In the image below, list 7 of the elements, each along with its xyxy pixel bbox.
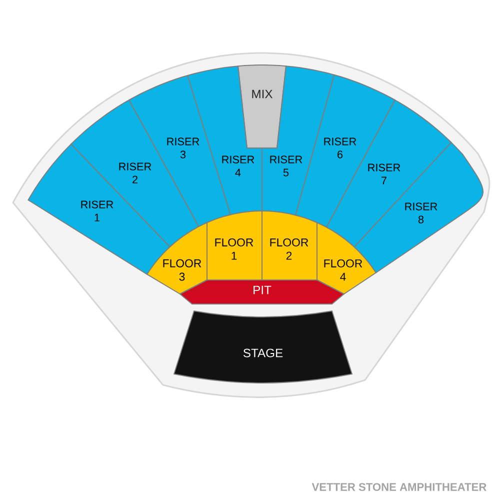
seating-section: FLOOR 2 [262, 210, 318, 280]
seating-section: FLOOR 4 [316, 222, 376, 294]
seating-section: FLOOR 3 [146, 222, 208, 294]
stage: STAGE [174, 310, 352, 384]
seating-section: FLOOR 1 [206, 210, 262, 280]
mix-booth: MIX [238, 64, 286, 148]
caption: VETTER STONE AMPHITHEATER [312, 483, 486, 491]
